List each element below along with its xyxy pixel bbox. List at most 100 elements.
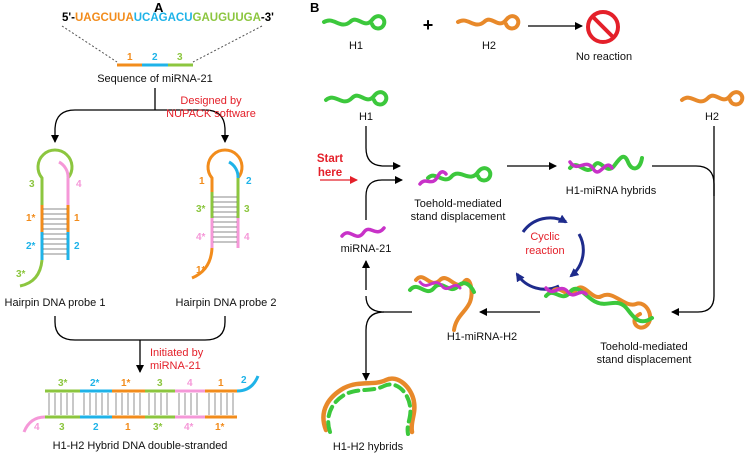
probe2-label-1: 1 xyxy=(199,176,205,187)
duplex-lbl-top-1: 1 xyxy=(218,378,224,389)
duplex-lbl-bot-1: 1 xyxy=(125,422,131,433)
probe2-label-4s: 4* xyxy=(196,232,206,243)
seg-label-3: 3 xyxy=(177,52,183,63)
seq-suffix: -3' xyxy=(261,12,274,24)
designed-by-line1: Designed by xyxy=(180,95,242,107)
arrow-to-probe2 xyxy=(155,109,229,143)
h2-top-molecule xyxy=(456,14,521,31)
h1-mirna-h2-molecule xyxy=(408,275,476,332)
h1-h2-duplex: 3* 2* 1* 3 4 1 2 3 2 1 3* 4* 1* 4 xyxy=(22,375,260,433)
h2-top-label: H2 xyxy=(482,40,496,52)
probe2-tail xyxy=(191,247,214,280)
probe1-label-3: 3 xyxy=(29,179,35,190)
duplex-lbl-bot-1s: 1* xyxy=(215,422,225,433)
return-to-mirna-line xyxy=(365,295,412,313)
duplex-lbl-top-1s: 1* xyxy=(121,378,131,389)
h1-mirna-label: H1-miRNA hybrids xyxy=(566,185,657,197)
duplex-lbl-top-3s: 3* xyxy=(58,378,68,389)
h1-top-label: H1 xyxy=(349,40,363,52)
seq-part1: UAGCUUA xyxy=(75,12,134,24)
toehold2-line2: stand displacement xyxy=(597,354,692,366)
toehold1-line1: Toehold-mediated xyxy=(414,198,501,210)
cyclic-line1: Cyclic xyxy=(530,231,560,243)
panel-b-letter: B xyxy=(310,0,319,15)
seq-part2: UCAGACU xyxy=(134,12,193,24)
duplex-lbl-bot-2: 2 xyxy=(93,422,99,433)
seq-prefix: 5'- xyxy=(62,12,75,24)
plus-sign: + xyxy=(423,15,434,35)
initiated-by-line2: miRNA-21 xyxy=(150,360,201,372)
duplex-lbl-bot-4s: 4* xyxy=(184,422,194,433)
probe1-label-2: 2 xyxy=(74,241,80,252)
panel-a-letter: A xyxy=(154,0,164,15)
h1-label: H1 xyxy=(359,111,373,123)
h1-in-arrow xyxy=(365,126,401,170)
dotted-guide-left xyxy=(61,25,118,63)
probe2-label-1s: 1* xyxy=(196,265,206,276)
start-here-line2: here xyxy=(318,167,342,179)
start-here-line1: Start xyxy=(317,153,343,165)
duplex-basepairs xyxy=(48,393,234,415)
probe2-label-3s: 3* xyxy=(196,204,206,215)
probe1-label-1: 1 xyxy=(74,213,80,224)
seg-label-1: 1 xyxy=(127,52,133,63)
probe2-label-4: 4 xyxy=(244,232,250,243)
cyclic-line2: reaction xyxy=(525,245,564,257)
duplex-lbl-bot-4: 4 xyxy=(34,422,40,433)
hairpin-probe-2: 1 2 3* 3 4* 4 1* xyxy=(191,148,252,280)
merge-connector xyxy=(54,316,226,341)
duplex-lbl-bot-3: 3 xyxy=(59,422,65,433)
hairpin-probe-1: 3 4 1* 1 2* 2 3* xyxy=(16,148,82,288)
dotted-guide-right xyxy=(192,25,263,63)
probe2-label-3: 3 xyxy=(244,204,250,215)
h1-top-molecule xyxy=(322,14,387,31)
seq-part3: GAUGUUGA xyxy=(193,12,261,24)
duplex-lbl-top-2s: 2* xyxy=(90,378,100,389)
probe1-caption: Hairpin DNA probe 1 xyxy=(5,297,106,309)
probe2-caption: Hairpin DNA probe 2 xyxy=(176,297,277,309)
duplex-caption: H1-H2 Hybrid DNA double-stranded xyxy=(53,440,228,452)
probe1-label-1s: 1* xyxy=(26,213,36,224)
designed-by-line2: NUPACK software xyxy=(166,108,256,120)
toehold-complex-1 xyxy=(418,166,493,186)
h1-mirna-h2-label: H1-miRNA-H2 xyxy=(447,331,517,343)
seg-label-2: 2 xyxy=(152,52,158,63)
h2-label: H2 xyxy=(705,111,719,123)
mirna21-molecule xyxy=(340,226,386,239)
duplex-lbl-top-4: 4 xyxy=(187,378,193,389)
toehold1-line2: stand displacement xyxy=(411,211,506,223)
toehold-complex-2 xyxy=(544,285,654,330)
initiated-by-line1: Initiated by xyxy=(150,347,204,359)
probe2-loop-orange xyxy=(206,148,244,192)
h1h2-hybrid-molecule xyxy=(321,376,417,436)
probe1-label-3s: 3* xyxy=(16,269,26,280)
probe1-label-4: 4 xyxy=(76,179,82,190)
to-h1h2-arrow xyxy=(362,311,385,381)
duplex-lbl-top-2: 2 xyxy=(241,375,247,386)
probe1-loop-pink xyxy=(58,160,70,179)
arrow-to-probe1 xyxy=(51,109,155,143)
duplex-lbl-top-3: 3 xyxy=(157,378,163,389)
sequence-caption: Sequence of miRNA-21 xyxy=(97,73,213,85)
h1-mirna-out-line xyxy=(652,165,715,196)
probe1-label-2s: 2* xyxy=(26,241,36,252)
h2-in-arrow xyxy=(671,126,715,316)
no-reaction-icon xyxy=(586,10,620,44)
probe2-loop-blue xyxy=(228,160,240,179)
mirna21-to-toehold-arrow xyxy=(365,176,403,220)
probe1-tail xyxy=(19,259,44,288)
probe2-basepairs xyxy=(213,196,237,243)
h1-mirna-molecule xyxy=(568,154,644,174)
h2-molecule xyxy=(680,90,745,107)
duplex-top-tail-2 xyxy=(236,375,260,393)
probe1-loop-green xyxy=(36,148,74,205)
mirna-sequence: 5'-UAGCUUAUCAGACUGAUGUUGA-3' xyxy=(62,12,274,24)
probe2-label-2: 2 xyxy=(246,176,252,187)
probe1-basepairs xyxy=(43,208,67,255)
no-reaction-label: No reaction xyxy=(576,51,632,63)
h1h2-label: H1-H2 hybrids xyxy=(333,441,404,453)
duplex-bottom-tail-4 xyxy=(22,415,46,433)
h1-molecule xyxy=(324,90,389,107)
